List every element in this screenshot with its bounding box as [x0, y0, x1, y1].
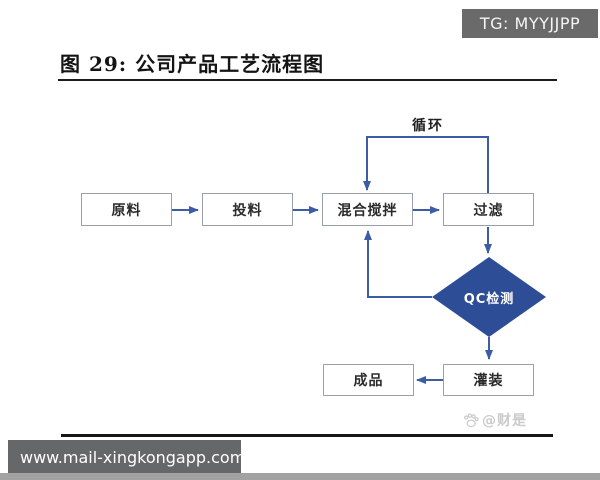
qc-diamond-label: QC检测	[463, 291, 515, 307]
tg-badge-label: TG: MYYJJPP	[479, 14, 581, 33]
figure-bottom-divider	[61, 434, 553, 437]
node-filtering-label: 过滤	[473, 202, 504, 219]
node-filtering: 过滤	[443, 193, 534, 226]
node-finished-product: 成品	[323, 364, 414, 396]
tg-badge: TG: MYYJJPP	[462, 9, 598, 38]
node-feeding: 投料	[202, 193, 293, 226]
node-filling-label: 灌装	[473, 373, 504, 389]
footer-url-text: www.mail-xingkongapp.com	[20, 447, 246, 467]
node-finished-product-label: 成品	[353, 373, 384, 389]
paw-icon	[464, 412, 479, 427]
node-raw-material-label: 原料	[111, 202, 142, 219]
figure-title: 图 29: 公司产品工艺流程图	[60, 52, 325, 76]
node-mixing-label: 混合搅拌	[337, 202, 398, 219]
footer-url-bar: www.mail-xingkongapp.com	[8, 440, 245, 474]
bottom-strip	[0, 473, 600, 480]
node-raw-material: 原料	[81, 193, 172, 226]
node-filling: 灌装	[443, 364, 534, 396]
title-divider	[58, 79, 557, 81]
loop-label: 循环	[412, 118, 444, 134]
watermark-text: @财是	[482, 413, 527, 429]
node-mixing: 混合搅拌	[322, 193, 413, 226]
node-feeding-label: 投料	[232, 202, 263, 219]
watermark: @财是	[463, 410, 527, 430]
